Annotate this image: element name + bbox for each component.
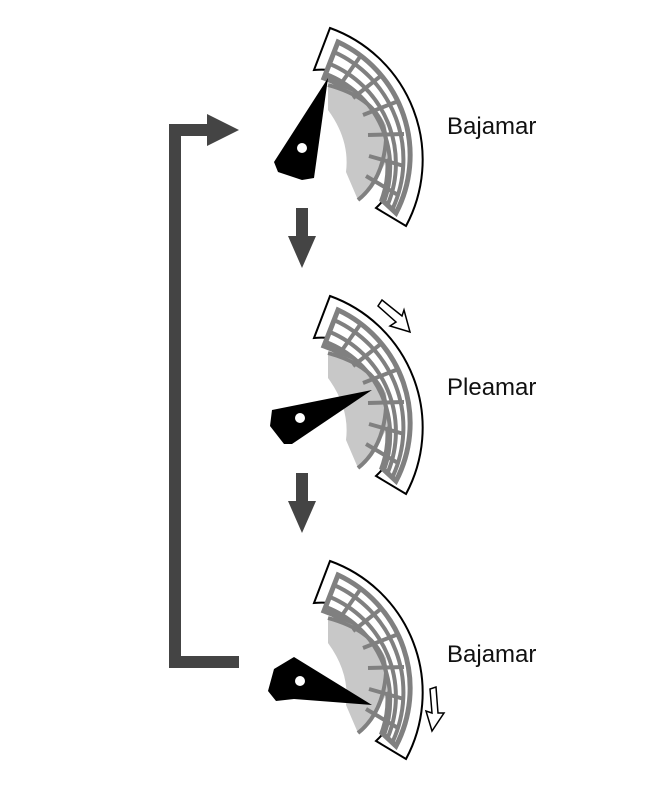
stage-2-gauge <box>268 296 423 494</box>
stage-2-label: Pleamar <box>447 374 537 401</box>
stage-1-gauge <box>268 28 423 226</box>
pointer-icon <box>268 657 372 705</box>
arrow-down-icon <box>288 208 316 268</box>
feedback-arrow-icon <box>169 114 239 668</box>
rotate-down-icon <box>424 685 446 733</box>
pointer-icon <box>270 390 372 444</box>
stage-3-gauge <box>268 561 446 759</box>
rotate-clockwise-icon <box>377 298 412 334</box>
arrow-down-icon <box>288 473 316 533</box>
stage-3-label: Bajamar <box>447 641 537 668</box>
stage-1-label: Bajamar <box>447 113 537 140</box>
pointer-icon <box>274 78 328 180</box>
